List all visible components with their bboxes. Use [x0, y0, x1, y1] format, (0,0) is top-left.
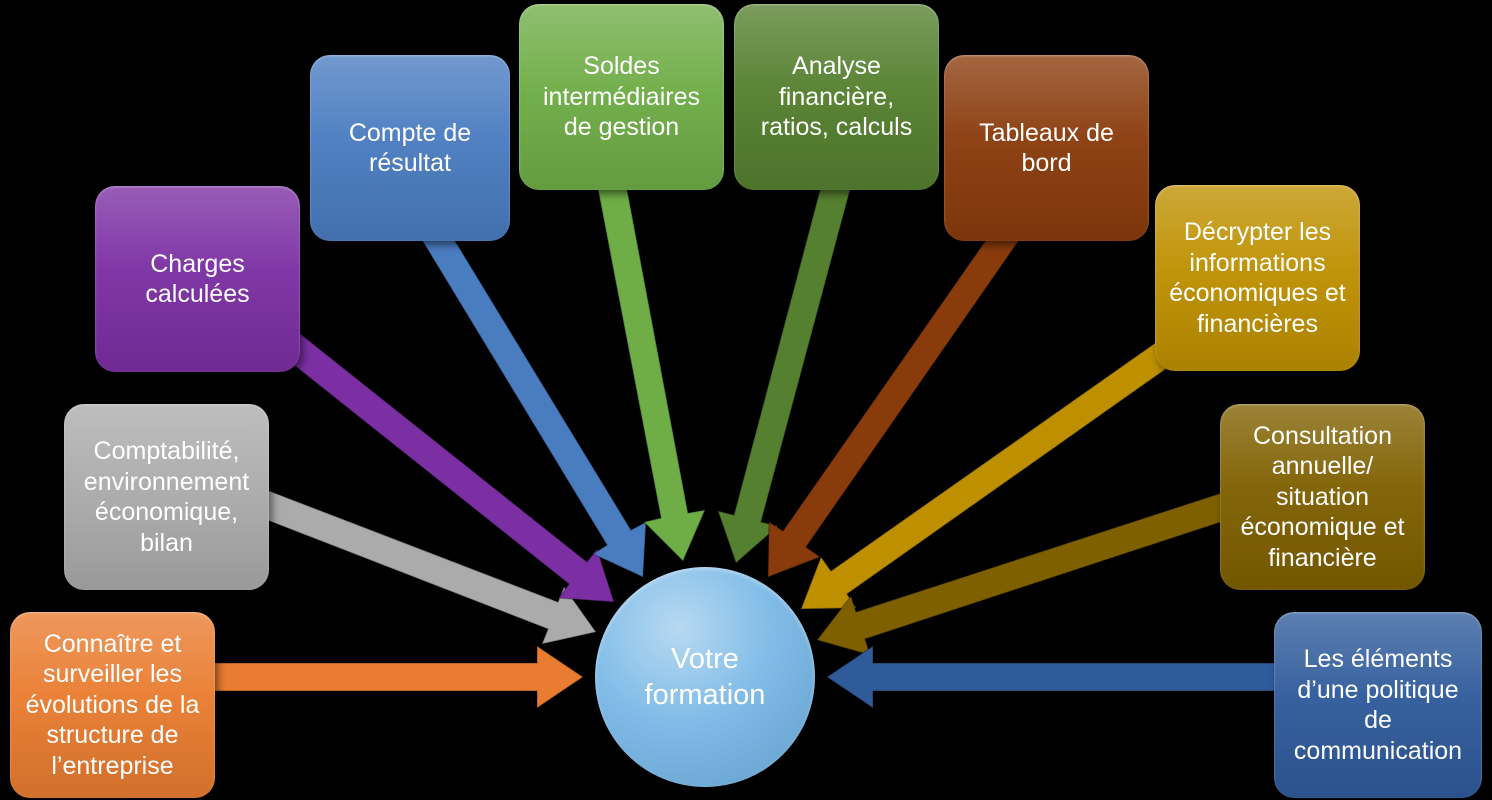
arrow-to-center-3 [406, 201, 647, 579]
node-comptabilite-environnement: Comptabilité, environnement économique, … [64, 404, 269, 590]
node-label: Charges calculées [145, 249, 250, 309]
node-charges-calculees: Charges calculées [95, 186, 300, 372]
node-label: Connaître et surveiller les évolutions d… [25, 629, 200, 780]
arrow-to-center-5 [716, 155, 858, 565]
node-analyse-financiere: Analyse financière, ratios, calculs [734, 4, 939, 190]
node-label: Soldes intermédiaires de gestion [542, 52, 700, 142]
node-compte-de-resultat: Compte de résultat [310, 55, 510, 241]
node-label: Les éléments d’une politique de communic… [1293, 645, 1463, 765]
arrow-to-center-2 [224, 287, 616, 603]
node-label: Décrypter les informations économiques e… [1169, 218, 1346, 338]
arrow-to-center-6 [767, 205, 1033, 579]
center-node-votre-formation: Votre formation [595, 567, 815, 787]
arrow-to-center-0 [184, 644, 585, 710]
node-label: Analyse financière, ratios, calculs [760, 52, 913, 142]
node-connaitre-surveiller: Connaître et surveiller les évolutions d… [10, 612, 215, 798]
node-soldes-intermediaires: Soldes intermédiaires de gestion [519, 4, 724, 190]
node-label: Comptabilité, environnement économique, … [83, 437, 250, 557]
arrow-to-center-4 [592, 156, 707, 563]
node-label: Tableaux de bord [979, 118, 1114, 178]
node-consultation-annuelle: Consultation annuelle/ situation économi… [1220, 404, 1425, 590]
center-label: Votre formation [644, 642, 766, 711]
node-tableaux-de-bord: Tableaux de bord [944, 55, 1149, 241]
node-elements-politique-communication: Les éléments d’une politique de communic… [1274, 612, 1482, 798]
node-label: Consultation annuelle/ situation économi… [1240, 421, 1405, 572]
arrow-to-center-1 [209, 471, 598, 646]
node-decrypter-informations: Décrypter les informations économiques e… [1155, 185, 1360, 371]
arrow-to-center-9 [825, 644, 1301, 710]
node-label: Compte de résultat [348, 118, 472, 178]
